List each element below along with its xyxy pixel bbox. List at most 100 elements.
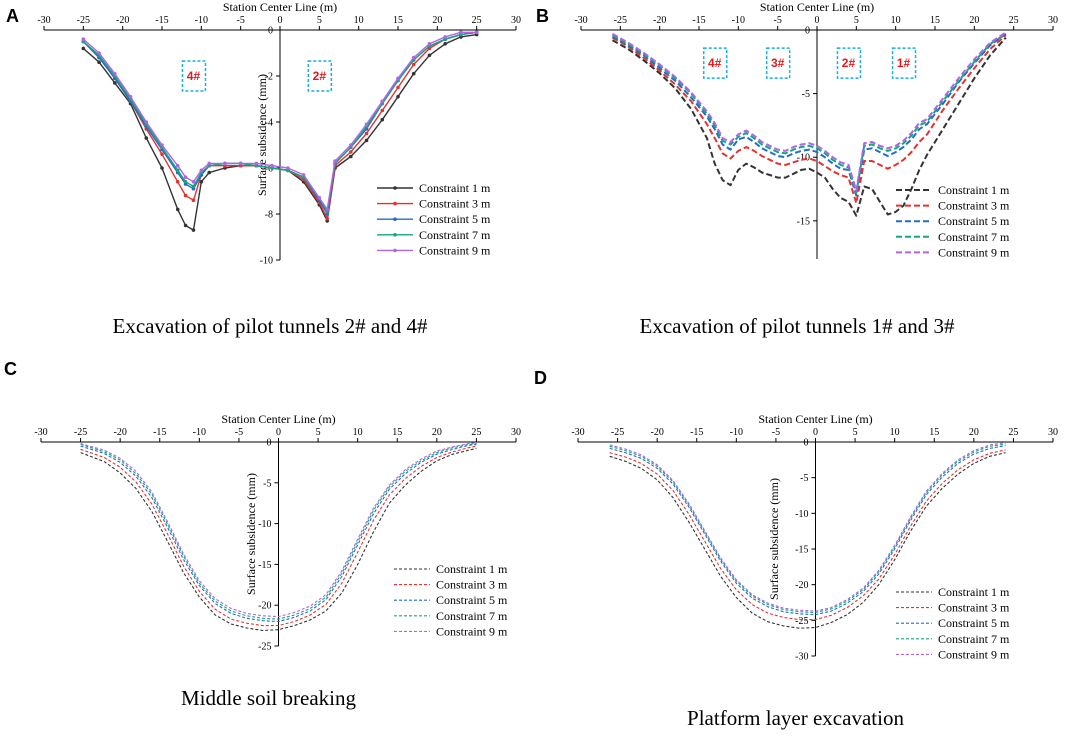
data-point — [349, 154, 353, 159]
data-point — [380, 117, 385, 122]
x-tick-label: -20 — [650, 427, 663, 438]
x-axis-title: Station Center Line (m) — [221, 412, 335, 426]
x-tick-label: -5 — [773, 15, 781, 26]
data-point — [113, 81, 117, 85]
data-point — [364, 138, 369, 143]
data-point — [191, 184, 196, 189]
tunnel-annotation-label: 2# — [313, 69, 327, 83]
x-tick-label: -15 — [690, 427, 703, 438]
data-point — [411, 62, 416, 67]
panel-letter: B — [536, 6, 549, 26]
data-point — [427, 42, 432, 46]
data-point — [349, 143, 353, 147]
legend-label: Constraint 7 m — [938, 632, 1010, 646]
legend-marker — [393, 186, 397, 190]
data-point — [191, 180, 196, 184]
legend-label: Constraint 1 m — [436, 562, 508, 576]
series-line — [609, 449, 1006, 621]
data-point — [325, 207, 330, 212]
data-point — [183, 193, 188, 198]
legend-marker — [393, 217, 397, 221]
data-point — [207, 170, 211, 175]
legend-label: Constraint 1 m — [419, 181, 491, 195]
data-point — [411, 71, 416, 76]
legend-label: Constraint 3 m — [419, 197, 491, 211]
data-point — [396, 94, 400, 99]
x-tick-label: -30 — [574, 15, 587, 26]
y-tick-label: -5 — [800, 473, 808, 484]
y-tick-label: -4 — [265, 118, 273, 129]
x-tick-label: -5 — [235, 427, 243, 438]
data-point — [380, 108, 385, 113]
tunnel-annotation-label: 2# — [842, 56, 856, 70]
x-tick-label: -15 — [692, 15, 705, 26]
x-tick-label: -15 — [155, 15, 168, 26]
tunnel-annotation-box — [836, 47, 862, 79]
data-point — [183, 180, 188, 184]
x-tick-label: 5 — [854, 15, 859, 26]
x-axis-title: Station Center Line (m) — [758, 412, 872, 426]
data-point — [183, 223, 188, 228]
data-point — [81, 46, 86, 51]
y-tick-label: -20 — [258, 601, 271, 612]
y-tick-label: 0 — [805, 26, 810, 37]
y-tick-label: 0 — [804, 438, 809, 449]
x-tick-label: 15 — [392, 427, 402, 438]
data-point — [97, 51, 101, 55]
x-tick-label: 10 — [891, 15, 901, 26]
x-tick-label: 30 — [1048, 15, 1058, 26]
x-tick-label: -10 — [193, 427, 206, 438]
x-axis-title: Station Center Line (m) — [760, 0, 874, 14]
x-tick-label: 0 — [815, 15, 820, 26]
y-tick-label: 0 — [268, 26, 273, 37]
data-point — [411, 55, 416, 60]
x-tick-label: -30 — [571, 427, 584, 438]
y-axis-title: Surface subsidence (mm) — [244, 473, 258, 595]
y-tick-label: 0 — [267, 438, 272, 449]
legend-label: Constraint 3 m — [436, 578, 508, 592]
data-point — [443, 35, 448, 39]
legend-label: Constraint 7 m — [436, 609, 508, 623]
x-tick-label: -5 — [772, 427, 780, 438]
x-tick-label: 5 — [317, 15, 322, 26]
x-tick-label: -10 — [730, 427, 743, 438]
tunnel-annotation-box — [181, 60, 207, 92]
legend-label: Constraint 3 m — [938, 601, 1010, 615]
data-point — [191, 228, 196, 232]
legend-label: Constraint 5 m — [938, 214, 1010, 228]
series-line — [609, 443, 1006, 614]
data-point — [349, 150, 353, 154]
y-tick-label: -10 — [258, 519, 271, 530]
tunnel-annotation-label: 3# — [771, 56, 785, 70]
legend-marker — [393, 201, 397, 206]
data-point — [427, 53, 432, 58]
legend-label: Constraint 1 m — [938, 183, 1010, 197]
x-tick-label: -20 — [113, 427, 126, 438]
y-tick-label: -8 — [265, 210, 273, 221]
data-point — [199, 180, 204, 184]
x-tick-label: 0 — [278, 15, 283, 26]
y-tick-label: -15 — [797, 216, 810, 227]
data-point — [474, 30, 479, 35]
panel-caption: Platform layer excavation — [687, 706, 904, 730]
series-line — [80, 445, 477, 627]
data-point — [144, 136, 149, 140]
tunnel-annotation-box — [765, 47, 791, 79]
legend-label: Constraint 5 m — [436, 593, 508, 607]
data-point — [81, 37, 86, 41]
x-tick-label: -30 — [37, 15, 50, 26]
data-point — [144, 120, 149, 124]
x-tick-label: -25 — [74, 427, 87, 438]
legend-marker — [393, 248, 397, 253]
panel-letter: A — [6, 6, 19, 26]
series-line — [612, 31, 1007, 192]
x-tick-label: 25 — [471, 427, 481, 438]
data-point — [254, 161, 259, 166]
x-tick-label: -25 — [77, 15, 90, 26]
data-point — [113, 71, 117, 76]
